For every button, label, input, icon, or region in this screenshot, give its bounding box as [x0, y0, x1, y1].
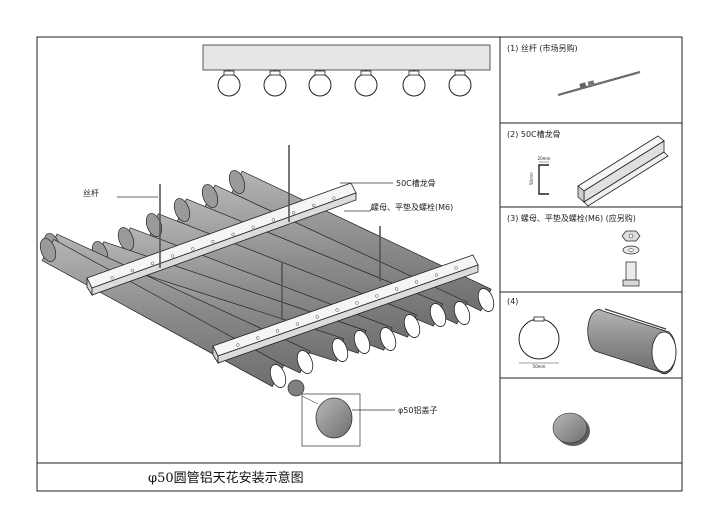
channel-hole	[375, 294, 379, 298]
channel-hole	[332, 196, 336, 200]
cap-3d	[552, 412, 590, 446]
threaded-rods	[159, 145, 381, 320]
label-nut: 螺母、平垫及螺栓(M6)	[371, 202, 453, 212]
elevation-tube	[354, 70, 378, 97]
channel-hole	[355, 301, 359, 305]
outer-frame	[36, 36, 683, 492]
panel-4-heading: (4)	[507, 297, 518, 306]
channel-hole	[236, 343, 240, 347]
elevation-tube	[217, 70, 241, 97]
channel-hole	[231, 232, 235, 237]
drawing-title: φ50圆管铝天花安装示意图	[148, 470, 304, 486]
channel-hole	[110, 276, 114, 280]
label-channel: 50C槽龙骨	[396, 178, 436, 188]
channel-hole	[275, 329, 280, 333]
tube-section: 50mm	[518, 316, 560, 369]
ceiling-slab	[202, 44, 491, 71]
label-rod: 丝杆	[83, 188, 99, 198]
channel-hole	[256, 336, 260, 340]
channel-hole	[211, 239, 215, 244]
channel-hole	[191, 247, 195, 251]
channel-hole	[312, 203, 316, 208]
channel-hole	[295, 322, 300, 326]
elevation-view	[202, 44, 491, 97]
panel-1-heading: (1) 丝杆 (市场另购)	[507, 43, 578, 53]
elevation-tube	[263, 70, 287, 97]
elevation-tube	[308, 70, 332, 97]
channel-hole	[335, 308, 339, 312]
channel-hole	[454, 266, 458, 270]
dim-width: 20mm	[538, 156, 551, 161]
channel-hole	[434, 273, 438, 277]
isometric-view: 丝杆 50C槽龙骨 螺母、平垫及螺栓(M6) φ50铝盖子	[39, 145, 495, 447]
channel-hole	[271, 218, 276, 222]
panel-2-heading: (2) 50C槽龙骨	[507, 129, 561, 139]
channel-hole	[170, 254, 175, 258]
tube-3d	[587, 308, 677, 375]
channel-3d	[577, 135, 669, 207]
channel-hole	[414, 280, 419, 284]
channel-hole	[130, 268, 134, 273]
channel-hole	[150, 261, 155, 265]
channel-hole	[315, 315, 319, 319]
channel-hole	[291, 211, 296, 215]
panel-3-heading: (3) 螺母、平垫及螺栓(M6) (应另购)	[507, 213, 636, 223]
dim-height: 50mm	[529, 172, 534, 185]
elevation-tubes	[217, 70, 472, 97]
aluminum-cap	[315, 397, 353, 439]
elevation-tube	[402, 70, 426, 97]
label-cap: φ50铝盖子	[398, 405, 437, 415]
cap-small	[287, 379, 305, 397]
elevation-tube	[448, 70, 472, 97]
rod-illustration	[557, 70, 641, 97]
channel-hole	[394, 287, 399, 291]
channel-runner-lower	[212, 254, 479, 365]
leader-lines	[117, 182, 395, 411]
channel-hole	[251, 225, 255, 229]
channel-section: 20mm 50mm	[529, 156, 551, 195]
dim-diameter: 50mm	[533, 364, 546, 369]
bolt-set	[621, 230, 641, 287]
